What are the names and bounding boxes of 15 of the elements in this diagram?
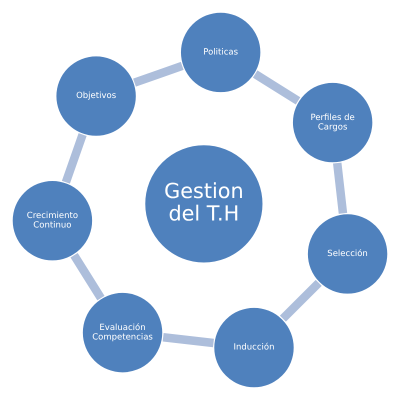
node-circle: Selección [306, 212, 390, 296]
connector [62, 133, 87, 184]
connector [333, 162, 348, 214]
connector [280, 280, 322, 322]
node-circle: Crecimiento Continuo [10, 179, 94, 262]
connector [252, 70, 300, 104]
connector [162, 333, 214, 348]
connector [70, 253, 105, 300]
connector [133, 62, 184, 87]
node-circle: Politicas [179, 10, 262, 94]
node-circle: Perfiles de Cargos [291, 80, 374, 164]
node-circle: Objetivos [54, 54, 138, 138]
node-circle: Evaluación Competencias [80, 291, 164, 374]
node-circle: Gestion del T.H [143, 143, 264, 264]
node-circle: Inducción [212, 306, 296, 390]
